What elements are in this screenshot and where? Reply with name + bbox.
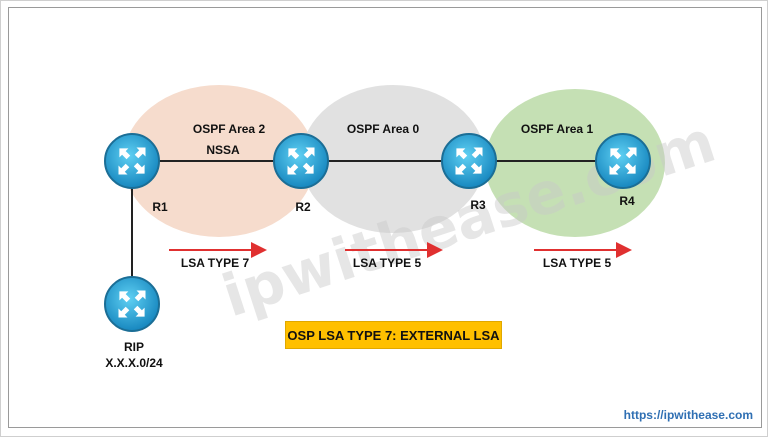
area-0-ellipse — [301, 85, 485, 233]
router-r3[interactable] — [441, 133, 497, 189]
router-rip-label: RIP — [124, 340, 144, 354]
router-r4-label: R4 — [619, 194, 635, 208]
lsa-type-7-callout: OSP LSA TYPE 7: EXTERNAL LSA — [285, 321, 502, 349]
area-2-sublabel: NSSA — [206, 143, 240, 157]
router-r2[interactable] — [273, 133, 329, 189]
router-r4[interactable] — [595, 133, 651, 189]
lsa-label-3: LSA TYPE 5 — [543, 256, 612, 270]
area-1-ellipse — [485, 89, 665, 237]
lsa-label-2: LSA TYPE 5 — [353, 256, 422, 270]
router-rip-network: X.X.X.0/24 — [105, 356, 163, 370]
router-r3-label: R3 — [470, 198, 486, 212]
area-0-label: OSPF Area 0 — [347, 122, 420, 136]
router-rip[interactable] — [104, 276, 160, 332]
lsa-label-1: LSA TYPE 7 — [181, 256, 250, 270]
router-r1[interactable] — [104, 133, 160, 189]
router-r1-label: R1 — [152, 200, 168, 214]
area-2-label: OSPF Area 2 — [193, 122, 266, 136]
area-1-label: OSPF Area 1 — [521, 122, 594, 136]
router-r2-label: R2 — [295, 200, 311, 214]
footer-url[interactable]: https://ipwithease.com — [623, 408, 753, 422]
